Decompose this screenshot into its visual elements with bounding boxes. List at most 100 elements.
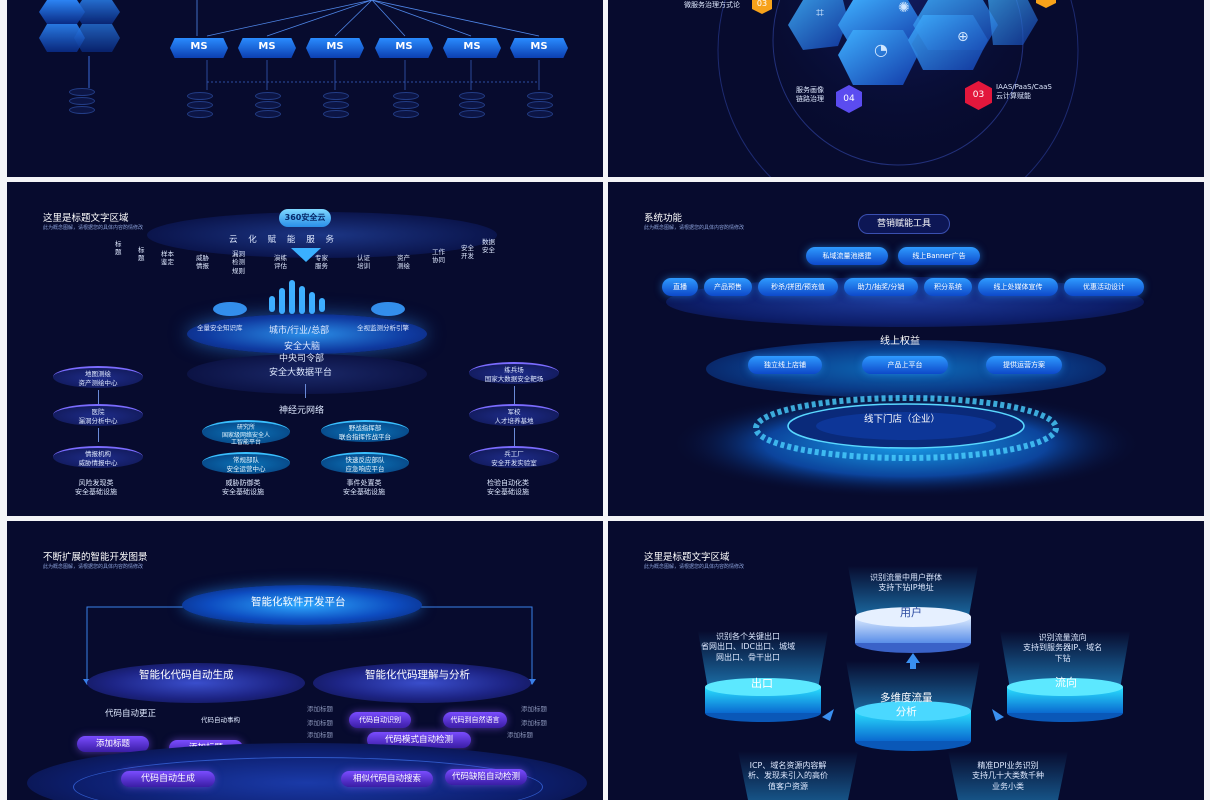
cloud-icon xyxy=(371,302,405,316)
page-title: 系统功能 xyxy=(644,213,683,224)
platform-disc xyxy=(182,585,422,625)
ms-node-4: MS xyxy=(375,38,433,58)
cloud-label: 360安全云 xyxy=(279,209,331,227)
left-label: 智能化代码自动生成 xyxy=(139,669,234,681)
pill-platform[interactable]: 产品上平台 xyxy=(862,356,948,374)
pill-operation[interactable]: 提供运营方案 xyxy=(986,356,1062,374)
mid-right-node-1: 野战指挥部 联合指挥作战平台 xyxy=(321,420,409,442)
ms-node-5: MS xyxy=(443,38,501,58)
bar-chart-icon xyxy=(269,280,325,314)
pill-banner-ad[interactable]: 线上Banner广告 xyxy=(898,247,980,265)
pill-points[interactable]: 积分系统 xyxy=(924,278,972,296)
hex-item: 工作 协同 xyxy=(432,248,445,265)
database-icon xyxy=(459,92,485,122)
pill-store[interactable]: 独立线上店铺 xyxy=(748,356,822,374)
hex-item: 安全 开发 xyxy=(461,244,474,261)
connection-lines xyxy=(39,0,540,90)
hex-item: 威胁 情报 xyxy=(196,254,209,271)
user-text: 识别流量中用户群体 支持下钻IP地址 xyxy=(870,573,942,593)
globe-icon: ⊕ xyxy=(957,29,969,45)
slide-traffic-analysis[interactable]: 这里是标题文字区域 此为概念图解，请根据您的具体内容酌情修改 xyxy=(608,521,1204,800)
slide-microservice-governance[interactable]: ⌗ ✺ ◔ ⊕ 微服务治理方式论 03 服务画像 链路治理 04 03 IAAS… xyxy=(608,0,1204,177)
left-foot: 风险发现类 安全基础设施 xyxy=(75,479,117,497)
right-label: 智能化代码理解与分析 xyxy=(365,669,470,681)
left-item-1: 代码自动更正 xyxy=(105,709,157,719)
hex-item: 资产 测绘 xyxy=(397,254,410,271)
hub-cubes xyxy=(39,0,120,52)
atom-icon: ✺ xyxy=(898,0,910,16)
label-top: 微服务治理方式论 xyxy=(684,1,740,9)
database-icon xyxy=(393,92,419,122)
gray-item: 添加标题 xyxy=(521,719,547,727)
page-title: 这里是标题文字区域 xyxy=(644,552,730,563)
pill-seckill[interactable]: 秒杀/拼团/预充值 xyxy=(758,278,838,296)
hexagon-cluster xyxy=(717,0,1079,177)
slide-security-brain[interactable]: 这里是标题文字区域 此为概念图解，请根据您的具体内容酌情修改 360安全云 云 … xyxy=(7,182,603,516)
left-item-5[interactable]: 代码自动生成 xyxy=(121,771,215,787)
page-subtitle: 此为概念图解，请根据您的具体内容酌情修改 xyxy=(644,225,745,231)
left-node-2: 医院 漏洞分析中心 xyxy=(53,404,143,426)
badge-03-red: 03 xyxy=(965,81,992,110)
pill-presale[interactable]: 产品预售 xyxy=(704,278,752,296)
down-arrow-icon xyxy=(291,248,321,262)
network-label: 神经元网络 xyxy=(279,406,325,416)
pie-chart-icon: ◔ xyxy=(874,40,888,59)
ms-node-2: MS xyxy=(238,38,296,58)
flow-text: 识别流量流向 支持到服务器IP、域名 下钻 xyxy=(1023,633,1103,663)
hex-item: 专家 服务 xyxy=(315,254,328,271)
mid-left-foot: 威胁防御类 安全基础设施 xyxy=(222,479,264,497)
pill-media[interactable]: 线上处媒体宣传 xyxy=(978,278,1058,296)
bottom-right-text: 精准DPI业务识别 支持几十大类数千种 业务小类 xyxy=(972,761,1044,791)
brain-disc xyxy=(187,314,427,354)
tool-label: 营销赋能工具 xyxy=(858,214,950,234)
right-disc xyxy=(313,663,531,703)
pill-discount[interactable]: 优惠活动设计 xyxy=(1064,278,1144,296)
right-item-5[interactable]: 代码缺陷自动检测 xyxy=(445,769,527,785)
left-item-2: 代码自动事构 xyxy=(201,716,240,724)
hex-item: 数据 安全 xyxy=(482,238,495,255)
ms-node-3: MS xyxy=(306,38,364,58)
store-rings xyxy=(670,392,1142,498)
right-cloud-label: 全视监测分析引擎 xyxy=(357,324,409,332)
slide-system-functions[interactable]: 系统功能 此为概念图解，请根据您的具体内容酌情修改 营销赋能工具 私域流量池搭建… xyxy=(608,182,1204,516)
left-item-3[interactable]: 添加标题 xyxy=(77,736,149,752)
right-node-3: 兵工厂 安全开发实验室 xyxy=(469,446,559,468)
hex-item: 演练 评估 xyxy=(274,254,287,271)
right-foot: 检验自动化类 安全基础设施 xyxy=(487,479,529,497)
hex-item: 认证 培训 xyxy=(357,254,370,271)
ms-node-6: MS xyxy=(510,38,568,58)
hex-item: 样本 鉴定 xyxy=(161,250,174,267)
right-node-1: 练兵场 国家大数据安全靶场 xyxy=(469,362,559,384)
left-node-1: 地图测绘 资产测绘中心 xyxy=(53,366,143,388)
network-icon: ⌗ xyxy=(816,5,824,21)
left-node-3: 情报机构 威胁情报中心 xyxy=(53,446,143,468)
pill-private-traffic[interactable]: 私域流量池搭建 xyxy=(806,247,888,265)
slide-microservices[interactable]: MS MS MS MS MS MS xyxy=(7,0,603,177)
right-item-4[interactable]: 相似代码自动搜索 xyxy=(341,771,433,787)
pill-lottery[interactable]: 助力/抽奖/分销 xyxy=(844,278,918,296)
exit-label: 出口 xyxy=(751,677,773,690)
badge-03-top: 03 xyxy=(752,0,772,14)
database-icon xyxy=(323,92,349,122)
left-cloud-label: 全量安全知识库 xyxy=(197,324,243,332)
database-icon xyxy=(187,92,213,122)
right-item-2[interactable]: 代码到自然语言 xyxy=(443,712,507,728)
right-item-1[interactable]: 代码自动识别 xyxy=(349,712,411,728)
database-icon xyxy=(255,92,281,122)
page-subtitle: 此为概念图解，请根据您的具体内容酌情修改 xyxy=(644,564,745,570)
slide-intelligent-development[interactable]: 不断扩展的智能开发图景 此为概念图解，请根据您的具体内容酌情修改 智能化软件开发… xyxy=(7,521,603,800)
label-right: IAAS/PaaS/CaaS 云计算赋能 xyxy=(996,83,1052,101)
hex-item: 标 题 xyxy=(138,246,145,263)
database-icon xyxy=(69,88,95,118)
mid-left-node-1: 研究所 国家级网络安全人 工智能平台 xyxy=(202,420,290,446)
database-icon xyxy=(527,92,553,122)
pill-live[interactable]: 直播 xyxy=(662,278,698,296)
gray-item: 添加标题 xyxy=(521,705,547,713)
page-subtitle: 此为概念图解，请根据您的具体内容酌情修改 xyxy=(43,564,144,570)
ms-node-1: MS xyxy=(170,38,228,58)
mid-left-node-2: 常规部队 安全运营中心 xyxy=(202,452,290,474)
services-row: 云 化 赋 能 服 务 xyxy=(229,235,335,245)
cylinders xyxy=(698,566,1130,800)
center-label: 多维度流量 分析 xyxy=(880,692,933,718)
gray-item: 添加标题 xyxy=(307,731,333,739)
